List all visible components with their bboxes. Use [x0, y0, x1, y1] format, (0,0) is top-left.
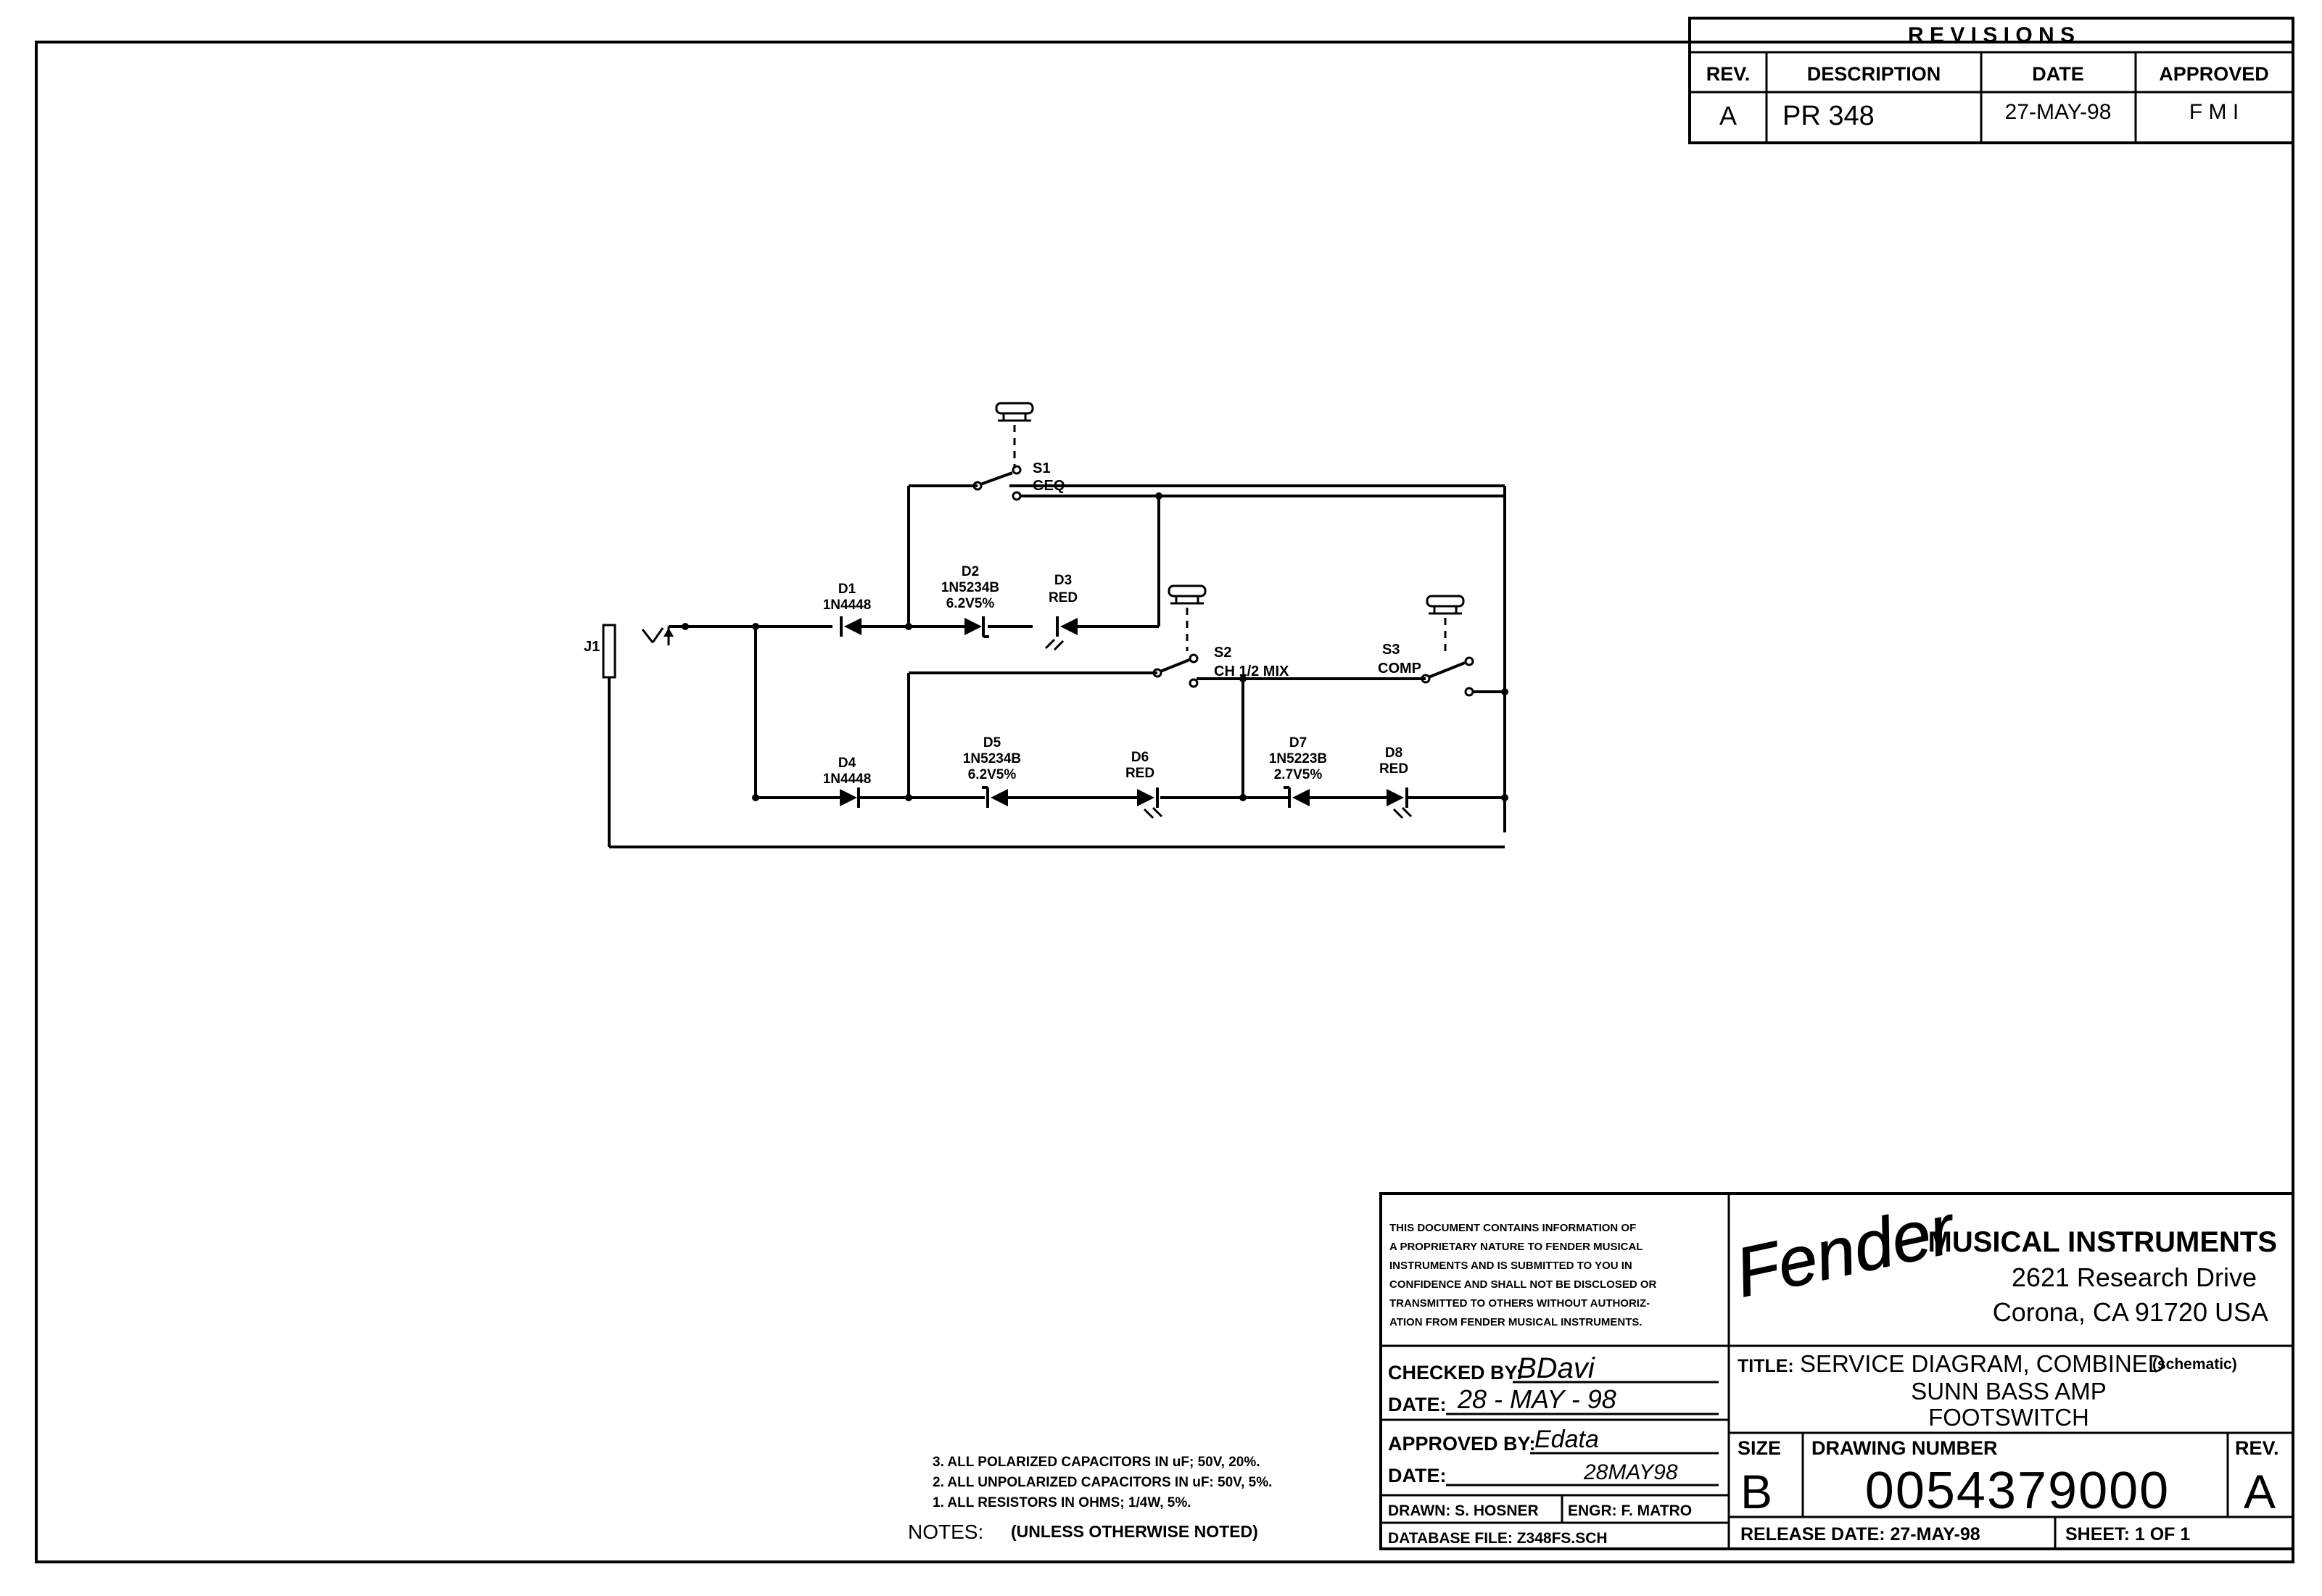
d2-ref: D2: [962, 564, 979, 579]
junction-dots: [752, 492, 1508, 801]
d1-part: 1N4448: [823, 598, 872, 613]
proprietary-line-6: ATION FROM FENDER MUSICAL INSTRUMENTS.: [1389, 1316, 1643, 1328]
schematic: J1: [584, 402, 1508, 848]
description-header: DESCRIPTION: [1807, 63, 1941, 85]
notes-heading: NOTES:: [908, 1521, 983, 1543]
approved-date-label: DATE:: [1388, 1465, 1447, 1487]
proprietary-line-5: TRANSMITTED TO OTHERS WITHOUT AUTHORIZ-: [1389, 1297, 1650, 1310]
drawing-number: 0054379000: [1865, 1462, 2170, 1520]
zener-d2: D2 1N5234B 6.2V5%: [941, 564, 999, 638]
zener-d7: D7 1N5223B 2.7V5%: [1269, 735, 1327, 808]
d2-part: 1N5234B: [941, 580, 999, 595]
checked-date-label: DATE:: [1388, 1394, 1447, 1415]
note-3: 3. ALL POLARIZED CAPACITORS IN uF; 50V, …: [933, 1455, 1260, 1470]
d5-ref: D5: [983, 735, 1001, 751]
d7-part: 1N5223B: [1269, 751, 1327, 766]
led-d3: D3 RED: [1044, 573, 1078, 651]
checked-by-label: CHECKED BY:: [1388, 1362, 1523, 1384]
d1-ref: D1: [838, 582, 856, 597]
d4-part: 1N4448: [823, 772, 872, 787]
checked-date: 28 - MAY - 98: [1457, 1384, 1616, 1414]
d8-part: RED: [1379, 761, 1408, 777]
sheet-number: SHEET: 1 OF 1: [2065, 1524, 2190, 1545]
d3-ref: D3: [1054, 573, 1072, 588]
d5-spec: 6.2V5%: [968, 767, 1017, 782]
led-d8: D8 RED: [1379, 745, 1413, 819]
size-label: SIZE: [1738, 1437, 1781, 1459]
switch-s1: S1 GEQ: [972, 402, 1065, 501]
d4-ref: D4: [838, 756, 856, 771]
proprietary-line-2: A PROPRIETARY NATURE TO FENDER MUSICAL: [1389, 1241, 1643, 1253]
rev-header: REV.: [1706, 63, 1751, 85]
s2-ref: S2: [1214, 645, 1231, 661]
proprietary-line-3: INSTRUMENTS AND IS SUBMITTED TO YOU IN: [1389, 1260, 1632, 1272]
jack-j1: J1: [584, 623, 689, 847]
proprietary-line-1: THIS DOCUMENT CONTAINS INFORMATION OF: [1389, 1222, 1636, 1234]
s3-name: COMP: [1378, 661, 1421, 677]
approved-header: APPROVED: [2159, 63, 2269, 85]
drawn-by: DRAWN: S. HOSNER: [1388, 1502, 1539, 1519]
d6-part: RED: [1125, 766, 1154, 781]
size-value: B: [1740, 1465, 1772, 1518]
diode-d1: D1 1N4448: [823, 582, 872, 637]
proprietary-line-4: CONFIDENCE AND SHALL NOT BE DISCLOSED OR: [1389, 1278, 1657, 1291]
company-name: MUSICAL INSTRUMENTS: [1928, 1226, 2277, 1258]
s3-ref: S3: [1382, 642, 1400, 658]
approved-by-label: APPROVED BY:: [1388, 1433, 1536, 1455]
revision-approved: F M I: [2189, 100, 2239, 124]
checked-by-signature: BDavi: [1517, 1352, 1595, 1384]
d7-spec: 2.7V5%: [1274, 767, 1323, 782]
company-address-2: Corona, CA 91720 USA: [1993, 1297, 2268, 1327]
title-block: THIS DOCUMENT CONTAINS INFORMATION OF A …: [1379, 1189, 2294, 1550]
notes: 3. ALL POLARIZED CAPACITORS IN uF; 50V, …: [908, 1455, 1272, 1543]
drawing-border: [35, 41, 2294, 1563]
drawing-number-label: DRAWING NUMBER: [1811, 1437, 1998, 1459]
notes-qualifier: (UNLESS OTHERWISE NOTED): [1011, 1522, 1258, 1541]
title-note: (schematic): [2152, 1356, 2237, 1373]
title-line-2: SUNN BASS AMP: [1911, 1378, 2107, 1405]
revision-date: 27-MAY-98: [2005, 100, 2112, 124]
title-label: TITLE:: [1738, 1356, 1794, 1376]
company-address-1: 2621 Research Drive: [2012, 1262, 2257, 1292]
note-1: 1. ALL RESISTORS IN OHMS; 1/4W, 5%.: [933, 1495, 1191, 1510]
d3-part: RED: [1049, 590, 1078, 605]
diode-d4: D4 1N4448: [823, 756, 872, 808]
revision-description: PR 348: [1782, 101, 1875, 131]
j1-label: J1: [584, 639, 600, 655]
revisions-title: R E V I S I O N S: [1908, 23, 2075, 47]
engineer: ENGR: F. MATRO: [1568, 1502, 1692, 1519]
d5-part: 1N5234B: [963, 751, 1021, 766]
zener-d5: D5 1N5234B 6.2V5%: [963, 735, 1021, 808]
d7-ref: D7: [1289, 735, 1307, 751]
date-header: DATE: [2032, 63, 2084, 85]
approved-date: 28MAY98: [1583, 1460, 1678, 1484]
switch-s3: S3 COMP: [1378, 595, 1474, 697]
d8-ref: D8: [1385, 745, 1402, 761]
s1-ref: S1: [1033, 460, 1050, 476]
note-2: 2. ALL UNPOLARIZED CAPACITORS IN uF: 50V…: [933, 1475, 1272, 1490]
revisions-block: R E V I S I O N S REV. DESCRIPTION DATE …: [1688, 17, 2294, 144]
revision-rev: A: [1719, 101, 1737, 131]
s2-name: CH 1/2 MIX: [1214, 663, 1289, 679]
release-date: RELEASE DATE: 27-MAY-98: [1740, 1524, 1980, 1545]
database-file: DATABASE FILE: Z348FS.SCH: [1388, 1530, 1608, 1547]
d2-spec: 6.2V5%: [946, 596, 995, 611]
rev-label: REV.: [2235, 1437, 2279, 1459]
circuit-wires: [609, 484, 1506, 848]
s1-name: GEQ: [1033, 478, 1065, 494]
title-line-3: FOOTSWITCH: [1928, 1404, 2089, 1431]
approved-by-signature: Edata: [1534, 1426, 1599, 1453]
led-d6: D6 RED: [1125, 750, 1163, 819]
switch-s2: S2 CH 1/2 MIX: [1152, 584, 1289, 688]
d6-ref: D6: [1131, 750, 1149, 765]
rev-value: A: [2244, 1465, 2276, 1518]
title-line-1: SERVICE DIAGRAM, COMBINED: [1800, 1350, 2165, 1377]
